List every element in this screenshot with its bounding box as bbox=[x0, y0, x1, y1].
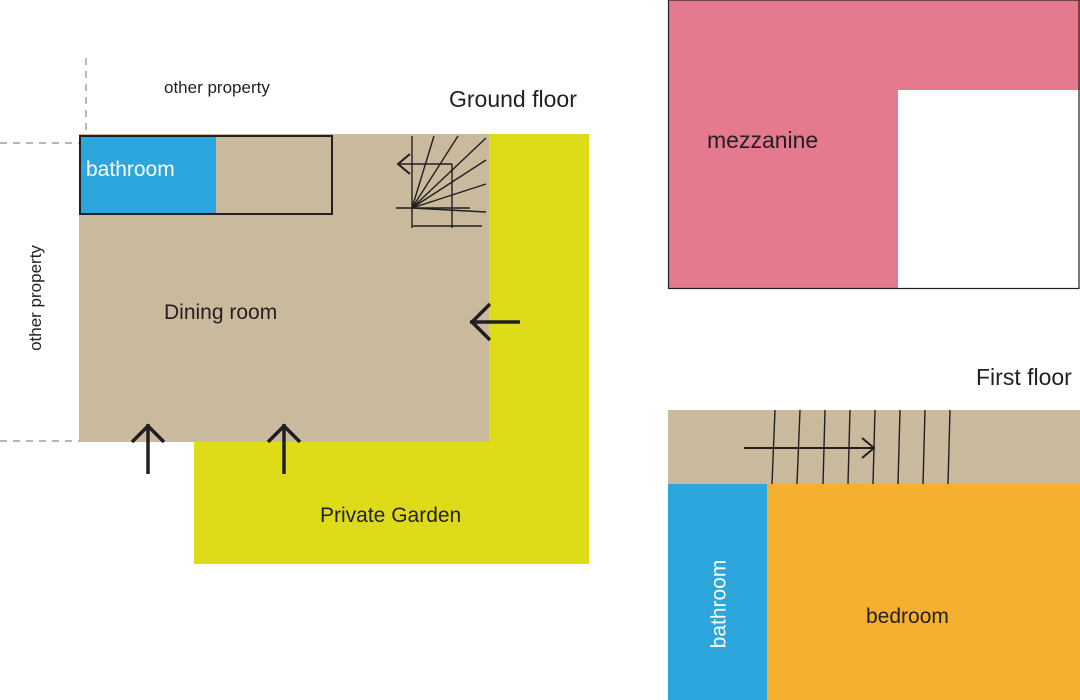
bathroom-ground-area bbox=[80, 136, 216, 214]
arrow-up-icon bbox=[266, 423, 302, 474]
bathroom-block-outline bbox=[79, 135, 333, 215]
other-property-side-label: other property bbox=[25, 245, 45, 351]
dining-room-label: Dining room bbox=[164, 301, 278, 324]
mezzanine-area bbox=[667, 0, 1080, 290]
bedroom-label: bedroom bbox=[866, 605, 949, 628]
bathroom-first-label: bathroom bbox=[707, 559, 731, 649]
private-garden-label: Private Garden bbox=[320, 504, 462, 527]
property-boundary-lines bbox=[0, 58, 87, 442]
bathroom-first-area bbox=[668, 484, 767, 700]
other-property-top-label: other property bbox=[164, 78, 270, 97]
stair-arrow-left-icon bbox=[396, 153, 411, 175]
ground-floor-title: Ground floor bbox=[449, 86, 577, 112]
arrow-right-icon bbox=[744, 437, 876, 459]
staircase-icon bbox=[396, 135, 487, 228]
bedroom-area bbox=[767, 484, 1080, 700]
arrow-up-icon bbox=[130, 423, 166, 474]
first-floor-title: First floor bbox=[976, 364, 1072, 390]
arrow-left-icon bbox=[469, 302, 520, 342]
bathroom-ground-label: bathroom bbox=[86, 158, 175, 181]
mezzanine-label: mezzanine bbox=[707, 127, 819, 153]
